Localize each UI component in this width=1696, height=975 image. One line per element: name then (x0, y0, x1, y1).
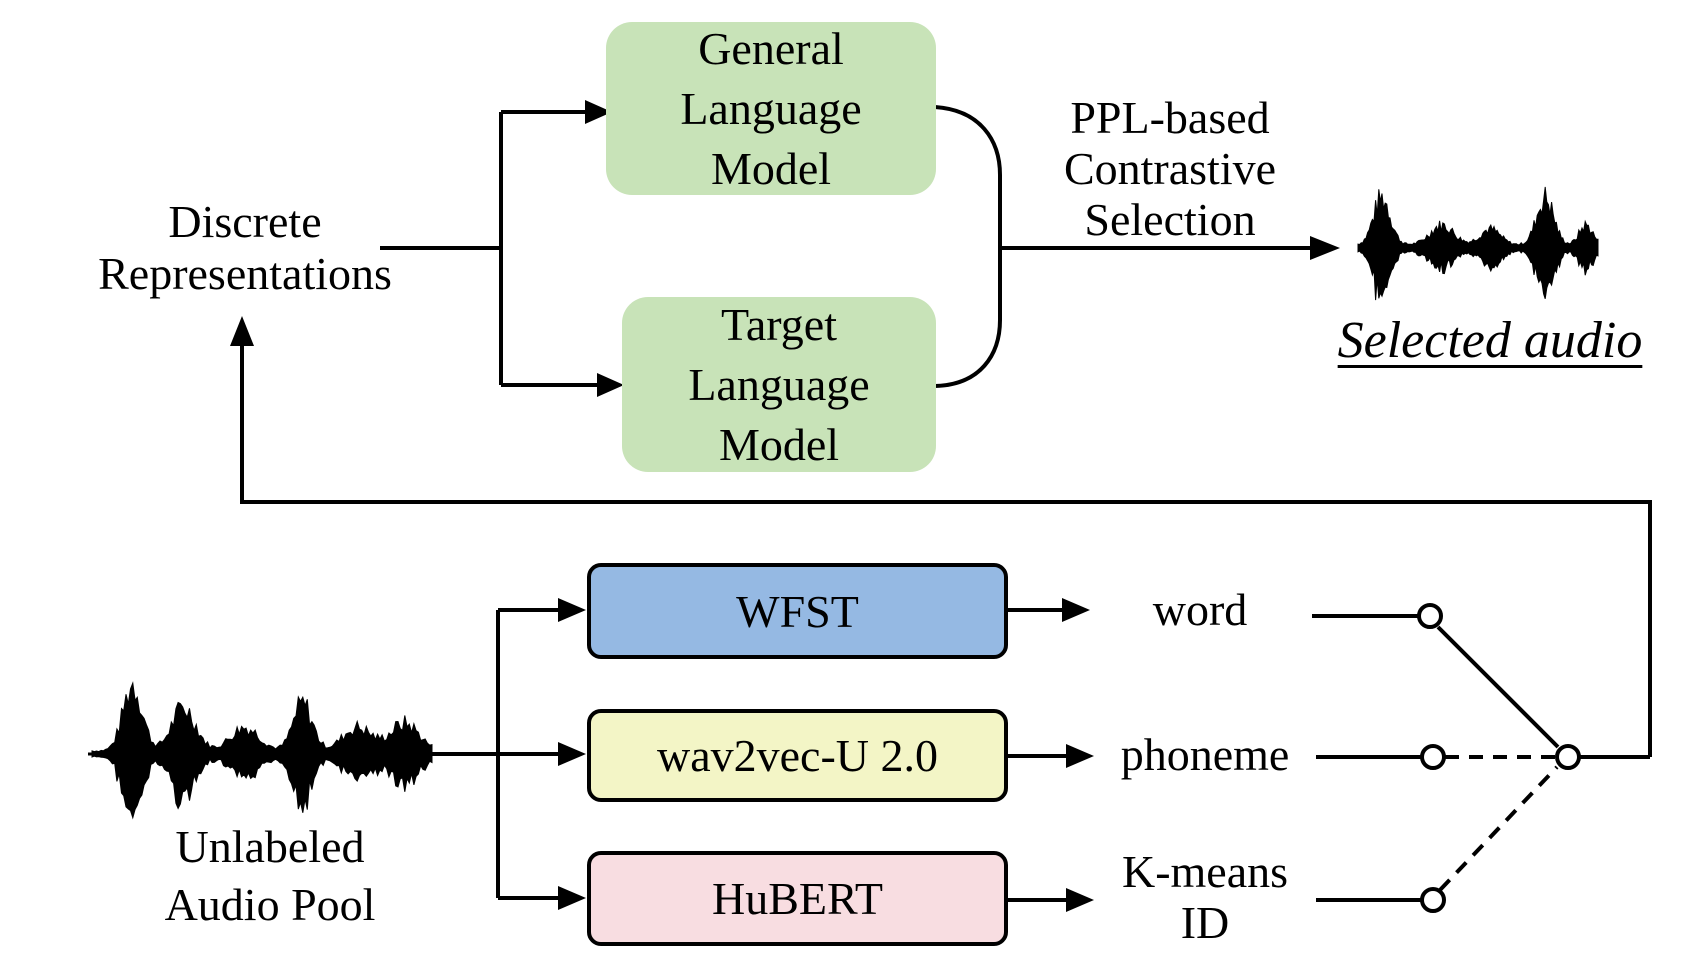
switch-dashed-kmeans (1438, 765, 1559, 892)
discrete-representations-label: Discrete Representations (80, 196, 410, 300)
arrowhead-feedback (230, 316, 254, 346)
phoneme-label: phoneme (1120, 729, 1290, 780)
arrowhead-phoneme (1066, 744, 1094, 768)
switch-lever (1436, 625, 1560, 749)
switch-node-word (1417, 603, 1443, 629)
ppl-selection-line-2: Contrastive (1063, 143, 1277, 194)
general-lm-line-3: Model (710, 142, 832, 194)
ppl-selection-label: PPL-based Contrastive Selection (1035, 92, 1305, 245)
arrowhead-wav2vec (558, 742, 586, 766)
kmeans-id-label: K-means ID (1100, 846, 1310, 948)
hubert-box: HuBERT (587, 851, 1008, 946)
target-lm-line-1: Target (721, 298, 837, 350)
general-language-model-box: General Language Model (606, 22, 936, 195)
wfst-box: WFST (587, 563, 1008, 659)
unlabeled-line-1: Unlabeled (175, 821, 365, 872)
top-arrowheads (230, 100, 1340, 397)
general-lm-line-2: Language (680, 82, 862, 134)
kmeans-line-1: K-means (1121, 846, 1289, 897)
selected-audio-label: Selected audio (1337, 312, 1643, 369)
arrowhead-general-lm (585, 100, 612, 124)
arrowhead-word (1062, 598, 1090, 622)
merge-bracket (934, 105, 1002, 388)
switch-node-common (1555, 744, 1581, 770)
ppl-selection-line-1: PPL-based (1070, 92, 1270, 143)
ppl-selection-line-3: Selection (1084, 194, 1256, 245)
general-lm-line-1: General (698, 22, 844, 74)
word-label: word (1152, 584, 1248, 635)
arrowhead-hubert (558, 886, 586, 910)
discrete-representations-line-2: Representations (98, 248, 392, 299)
target-lm-line-3: Model (718, 418, 840, 470)
arrowhead-target-lm (597, 373, 624, 397)
target-lm-line-2: Language (688, 358, 870, 410)
feedback-line (240, 336, 1652, 757)
waveform-icon-selected (1357, 186, 1599, 301)
arrowhead-selected-audio (1310, 236, 1340, 260)
arrowhead-wfst (558, 598, 586, 622)
waveform-icon-unlabeled (91, 681, 433, 820)
switch-icon (1417, 603, 1581, 913)
wav2vec-box: wav2vec-U 2.0 (587, 709, 1008, 802)
discrete-representations-line-1: Discrete (168, 196, 322, 247)
target-language-model-box: Target Language Model (622, 297, 936, 472)
unlabeled-audio-pool-label: Unlabeled Audio Pool (130, 818, 410, 934)
switch-node-kmeans (1420, 887, 1446, 913)
switch-node-phoneme (1420, 744, 1446, 770)
kmeans-line-2: ID (1180, 897, 1230, 948)
unlabeled-line-2: Audio Pool (164, 879, 376, 930)
top-connectors (240, 105, 1652, 757)
bottom-arrowheads (558, 598, 1094, 912)
arrowhead-kmeans (1066, 888, 1094, 912)
